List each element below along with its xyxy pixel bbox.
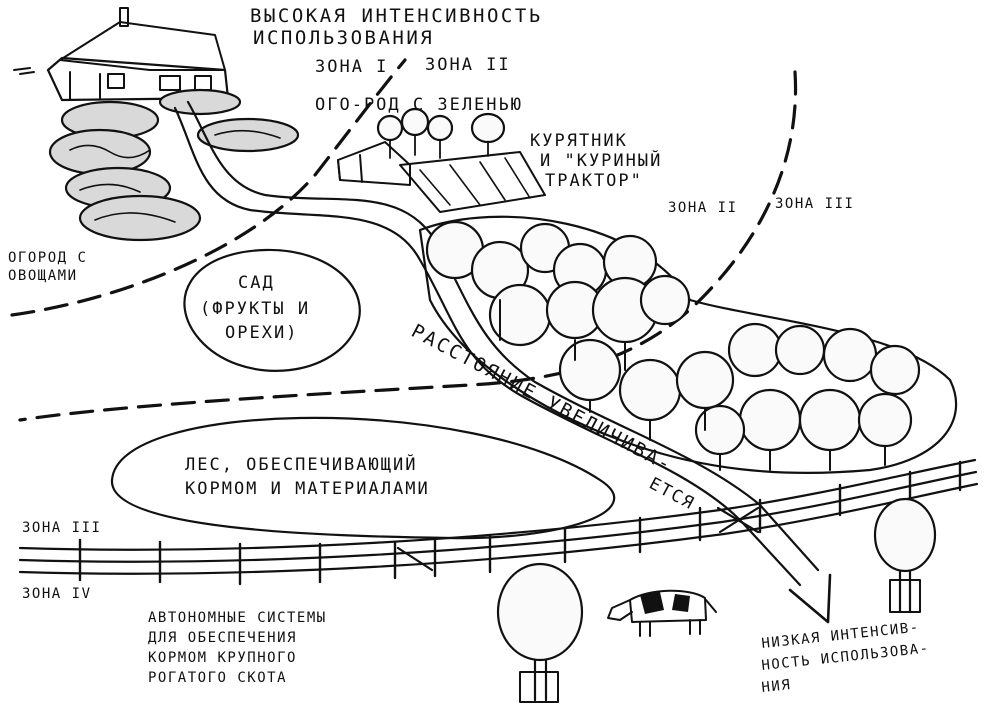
high-intensity-line-1: ВЫСОКАЯ ИНТЕНСИВНОСТЬ [250,5,543,27]
zone-2-top-label: ЗОНА II [425,55,511,75]
vegetable-garden-line-2: ОВОЩАМИ [8,268,78,284]
chicken-coop-line-2: И "КУРИНЫЙ [540,149,662,171]
house [13,7,230,102]
greens-garden-label: ОГО-РОД С ЗЕЛЕНЬЮ [315,95,523,115]
autonomous-line-1: АВТОНОМНЫЕ СИСТЕМЫ [148,610,327,626]
label-vegetable-garden: ОГОРОД С ОВОЩАМИ [8,250,87,284]
low-intensity-line-3: НИЯ [761,677,792,696]
fence [18,458,979,586]
pasture-tree-right [873,497,937,614]
greens-garden [376,107,506,159]
pasture-tree-left [496,562,584,703]
chicken-coop-line-1: КУРЯТНИК [530,131,628,151]
chicken-coop [337,141,546,213]
cow [607,589,717,637]
autonomous-line-3: КОРМОМ КРУПНОГО [148,650,297,666]
zone-3-right-label: ЗОНА III [775,196,854,212]
zone-3-left-label: ЗОНА III [22,520,101,536]
high-intensity-line-2: ИСПОЛЬЗОВАНИЯ [253,27,434,49]
orchard-line-3: ОРЕХИ) [225,323,298,343]
forest-outline [110,416,616,540]
label-chicken-coop: КУРЯТНИК И "КУРИНЫЙ ТРАКТОР" [530,131,662,191]
label-high-intensity: ВЫСОКАЯ ИНТЕНСИВНОСТЬ ИСПОЛЬЗОВАНИЯ [250,5,543,49]
vegetable-beds [48,88,300,242]
orchard-trees [418,215,958,475]
vegetable-garden-line-1: ОГОРОД С [8,250,87,266]
orchard-line-2: (ФРУКТЫ И [200,299,310,319]
label-orchard: САД (ФРУКТЫ И ОРЕХИ) [200,273,310,343]
label-autonomous-systems: АВТОНОМНЫЕ СИСТЕМЫ ДЛЯ ОБЕСПЕЧЕНИЯ КОРМО… [148,610,327,686]
distance-label-end: ЕТСЯ [646,474,699,515]
label-low-intensity: НИЗКАЯ ИНТЕНСИВ- НОСТЬ ИСПОЛЬЗОВА- НИЯ [761,619,931,696]
forest-line-2: КОРМОМ И МАТЕРИАЛАМИ [185,479,430,499]
zone-2-right-label: ЗОНА II [668,200,738,216]
orchard-line-1: САД [238,273,275,293]
orchard-outline [183,248,361,372]
autonomous-line-2: ДЛЯ ОБЕСПЕЧЕНИЯ [148,630,297,646]
label-forest: ЛЕС, ОБЕСПЕЧИВАЮЩИЙ КОРМОМ И МАТЕРИАЛАМИ [185,453,430,499]
chicken-coop-line-3: ТРАКТОР" [545,171,643,191]
zone-4-label: ЗОНА IV [22,586,92,602]
forest-line-1: ЛЕС, ОБЕСПЕЧИВАЮЩИЙ [185,453,417,475]
zone-1-label: ЗОНА I [315,57,388,77]
autonomous-line-4: РОГАТОГО СКОТА [148,670,287,686]
